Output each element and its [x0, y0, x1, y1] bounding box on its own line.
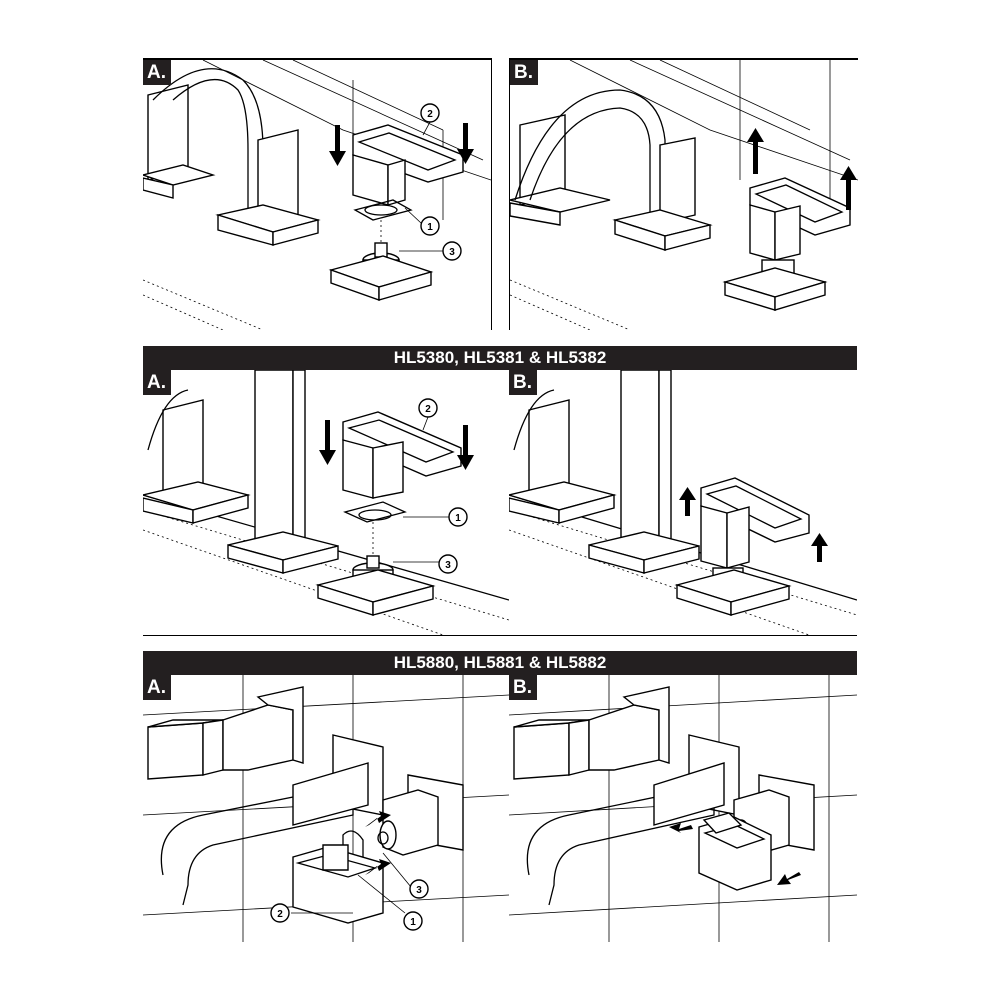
callout-1: 1 — [420, 216, 440, 236]
panel-tag: A. — [143, 370, 171, 395]
wall-mount-handle-installed-diagram — [509, 675, 857, 942]
model-banner-hl5380: HL5380, HL5381 & HL5382 — [143, 346, 857, 370]
lavatory-handle-installed-diagram — [510, 60, 858, 330]
panel-r2a: A. — [143, 370, 510, 636]
callout-3: 3 — [442, 241, 462, 261]
callout-3: 3 — [409, 879, 429, 899]
callout-2: 2 — [418, 398, 438, 418]
arrow-icon — [777, 872, 801, 885]
arrow-icon — [811, 533, 828, 562]
callout-1: 1 — [403, 911, 423, 931]
panel-r3a: A. — [143, 675, 510, 942]
arrow-icon — [365, 811, 391, 827]
arrow-icon — [329, 125, 346, 166]
widespread-handle-removal-diagram: 2 1 3 — [143, 370, 509, 635]
callout-2: 2 — [270, 903, 290, 923]
panel-r1b: B. — [509, 58, 858, 330]
arrow-icon — [457, 123, 474, 164]
svg-text:1: 1 — [455, 513, 461, 524]
svg-text:2: 2 — [425, 404, 431, 415]
arrow-icon — [365, 859, 391, 875]
panel-tag: A. — [143, 60, 171, 85]
panel-r1a: A. — [143, 58, 492, 330]
arrow-icon — [457, 425, 474, 470]
arrow-icon — [679, 487, 696, 516]
svg-text:3: 3 — [416, 885, 422, 896]
panel-tag: B. — [510, 60, 538, 85]
arrow-icon — [747, 128, 764, 174]
callout-1: 1 — [448, 507, 468, 527]
svg-text:3: 3 — [445, 560, 451, 571]
lavatory-handle-removal-diagram: 2 1 3 — [143, 60, 491, 330]
wall-mount-handle-removal-diagram: 3 2 1 — [143, 675, 509, 942]
arrow-icon — [840, 166, 857, 210]
widespread-handle-installed-diagram — [509, 370, 857, 635]
panel-r3b: B. — [509, 675, 857, 942]
svg-text:2: 2 — [427, 109, 433, 120]
panel-tag: B. — [509, 675, 537, 700]
svg-text:3: 3 — [449, 247, 455, 258]
svg-text:1: 1 — [410, 917, 416, 928]
arrow-icon — [319, 420, 336, 465]
svg-text:2: 2 — [277, 909, 283, 920]
model-banner-hl5880: HL5880, HL5881 & HL5882 — [143, 651, 857, 675]
arrow-icon — [669, 823, 693, 833]
panel-tag: B. — [509, 370, 537, 395]
panel-r2b: B. — [509, 370, 857, 636]
svg-text:1: 1 — [427, 222, 433, 233]
callout-2: 2 — [420, 103, 440, 123]
panel-tag: A. — [143, 675, 171, 700]
callout-3: 3 — [438, 554, 458, 574]
